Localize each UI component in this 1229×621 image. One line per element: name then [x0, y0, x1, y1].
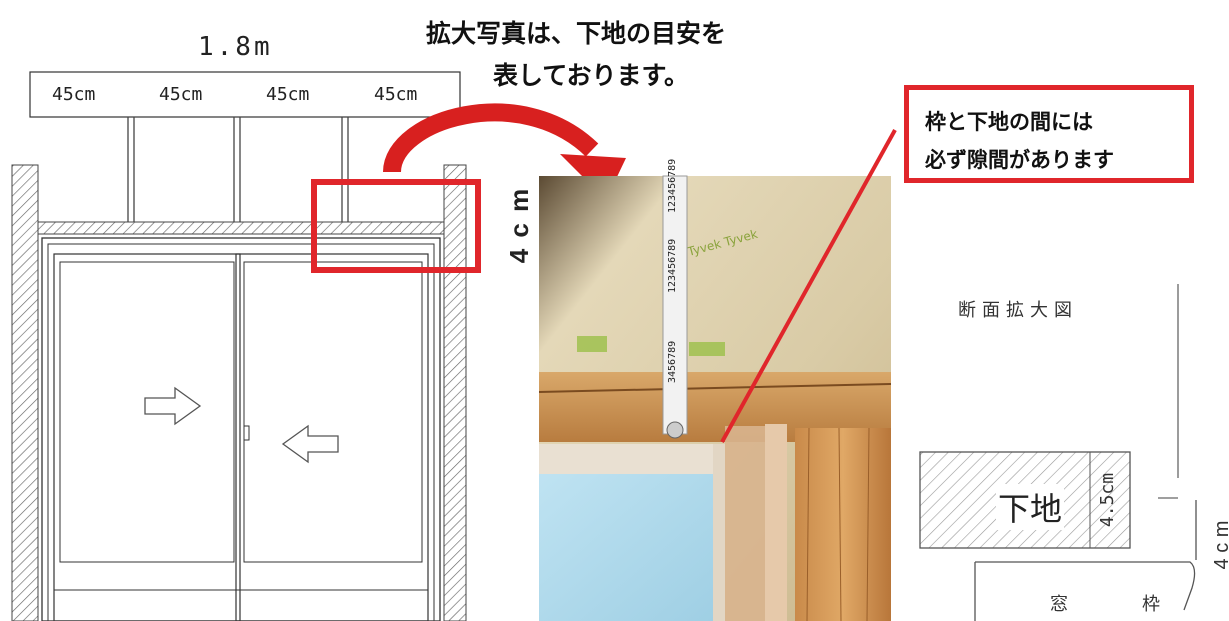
height-label: 4 c m [504, 186, 534, 264]
span-label-2: 45cm [159, 84, 203, 105]
window-frame [41, 237, 441, 621]
section-frame-label-2: 枠 [1142, 594, 1160, 615]
callout-line-1: 枠と下地の間には [925, 110, 1093, 134]
span-label-4: 45cm [374, 84, 418, 105]
section-base-label: 下地 [996, 484, 1065, 530]
svg-text:123456789: 123456789 [667, 239, 678, 293]
left-arrow-icon [281, 424, 339, 464]
callout-box: 枠と下地の間には 必ず隙間があります [904, 85, 1194, 183]
left-wall [11, 164, 39, 621]
base-board [37, 221, 445, 235]
sash-handle [243, 425, 250, 441]
photo-window-glass [539, 472, 713, 621]
section-side-dim: 4 c m [1211, 497, 1229, 593]
left-sash [53, 253, 241, 621]
stud-lines [127, 117, 349, 222]
window-elevation-drawing [11, 71, 481, 621]
total-width-label: 1.8m [198, 32, 273, 62]
right-arrow-icon [144, 386, 202, 426]
closeup-photo: Tyvek Tyvek 123456789 123456789 3456789 [538, 159, 892, 621]
svg-text:123456789: 123456789 [667, 159, 678, 213]
section-frame [974, 561, 1196, 621]
highlight-box [311, 179, 481, 273]
photo-stud [795, 428, 891, 621]
callout-line-2: 必ず隙間があります [925, 148, 1114, 172]
right-sash [235, 253, 429, 621]
section-thickness-label: 4.5cm [1097, 472, 1118, 528]
span-label-1: 45cm [52, 84, 96, 105]
span-label-3: 45cm [266, 84, 310, 105]
section-frame-label-1: 窓 [1050, 594, 1068, 615]
tape-measure [662, 175, 688, 435]
section-title: 断面拡大図 [958, 300, 1078, 321]
svg-text:3456789: 3456789 [667, 341, 678, 383]
right-wall [443, 164, 467, 621]
caption-line-2: 表しております。 [493, 61, 690, 90]
caption-line-1: 拡大写真は、下地の目安を [426, 19, 727, 48]
